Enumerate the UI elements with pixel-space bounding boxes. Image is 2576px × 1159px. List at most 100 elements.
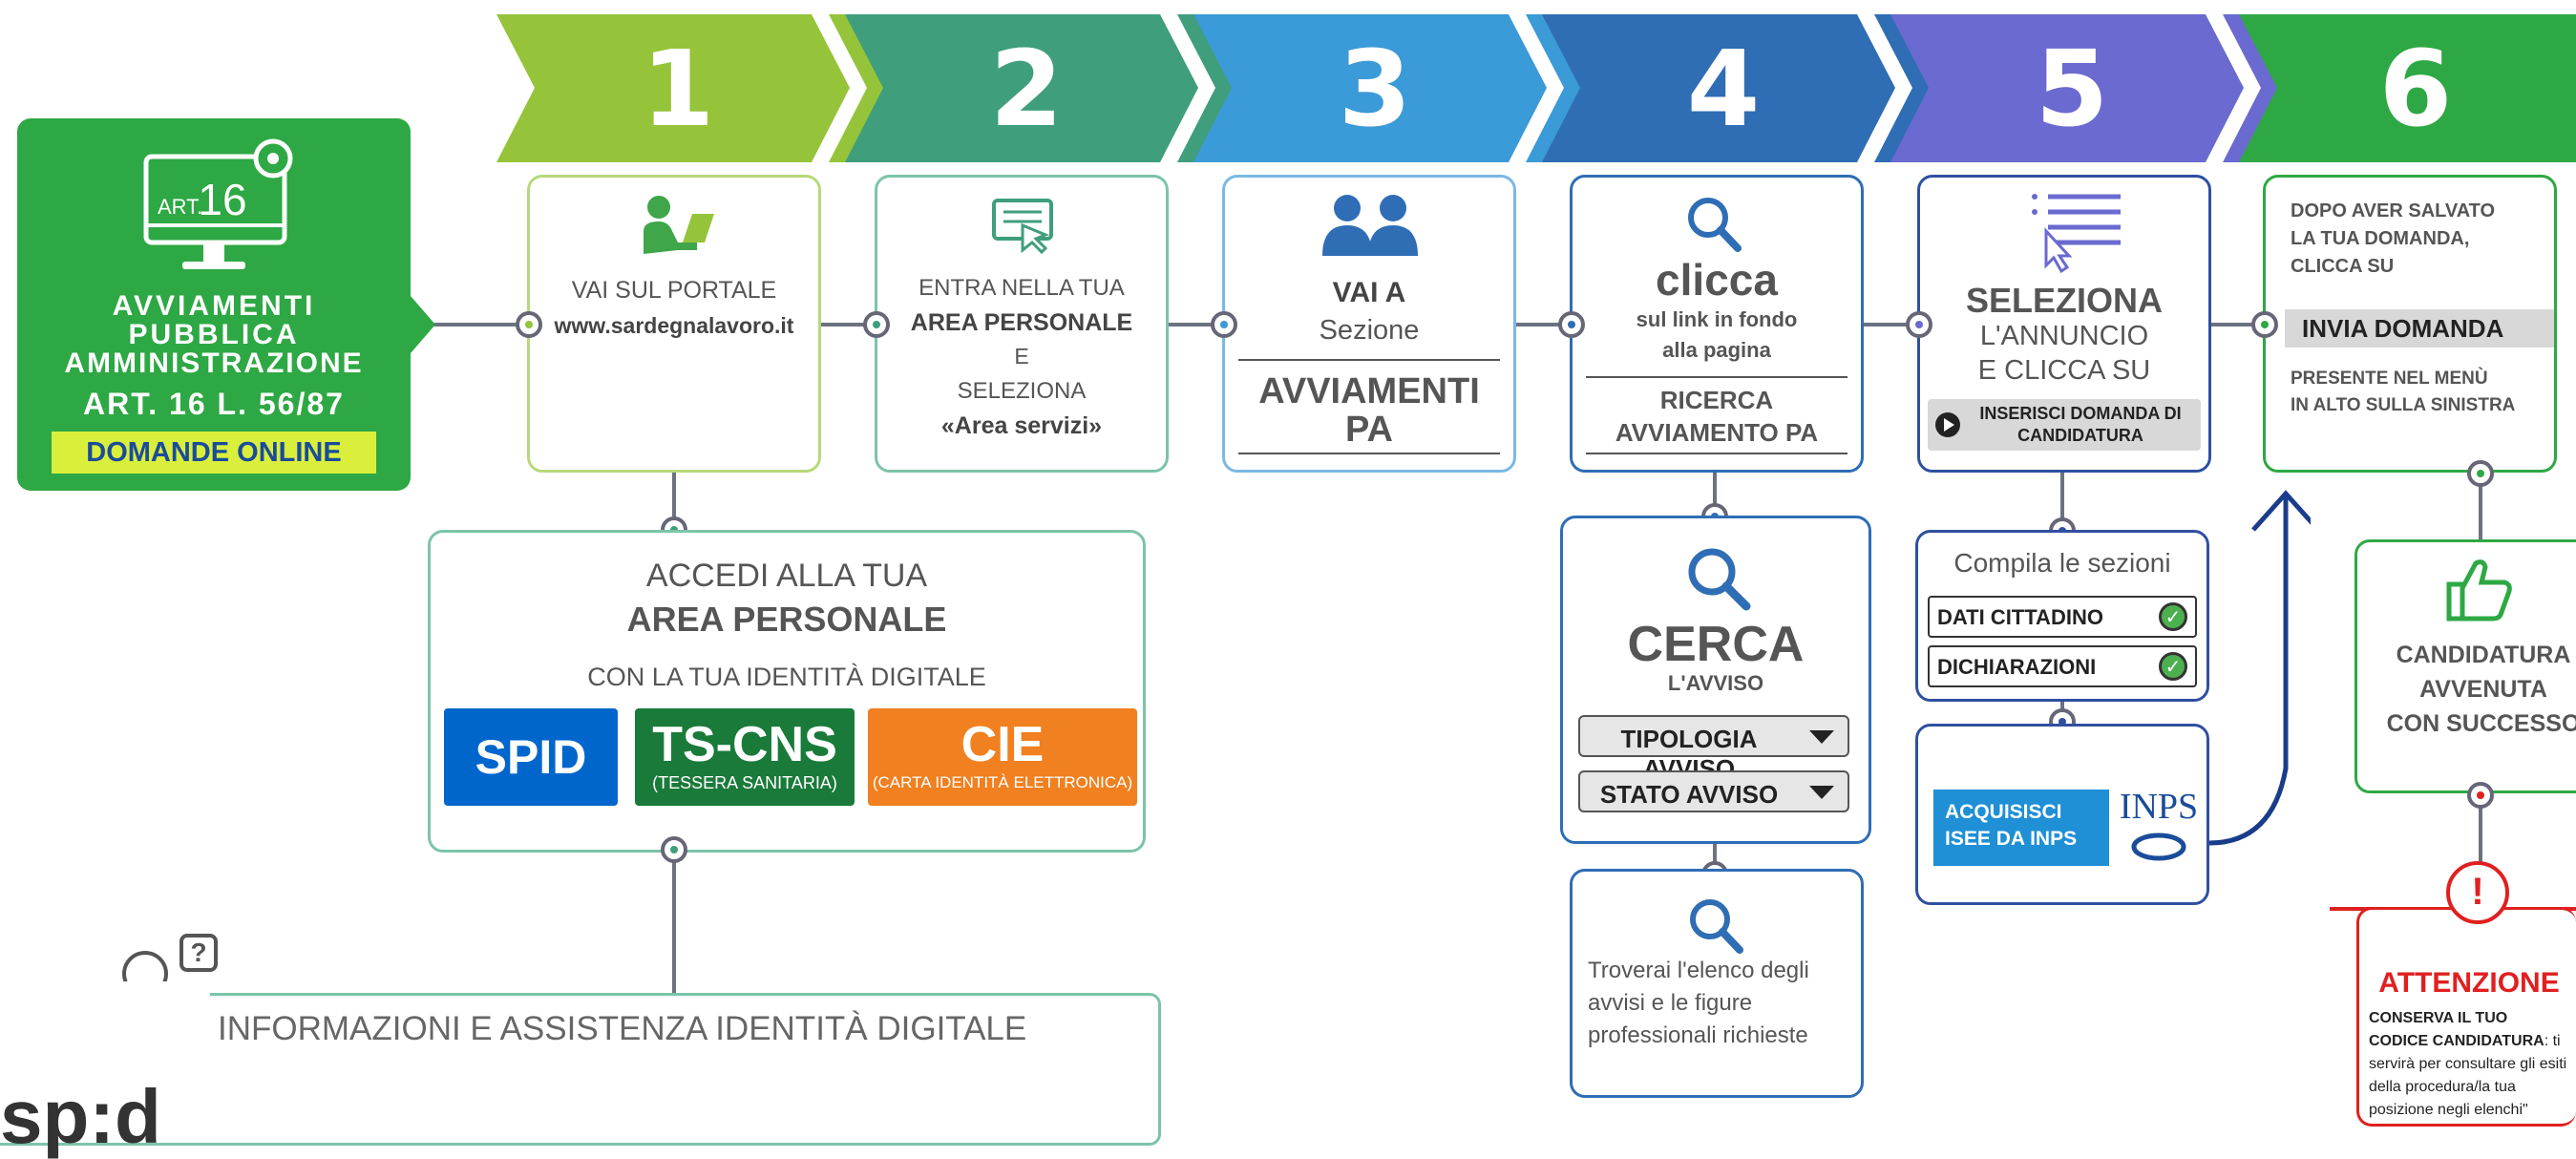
step4-line2: sul link in fondo [1636, 307, 1798, 331]
connector [672, 473, 676, 530]
logo-line3: AMMINISTRAZIONE [64, 348, 364, 379]
step3-line2: Sezione [1319, 315, 1420, 346]
success-line3: CON SUCCESSO [2386, 710, 2576, 737]
step2-line2: AREA PERSONALE [910, 309, 1133, 336]
step6-line3: CLICCA SU [2291, 256, 2395, 277]
checkmark-icon: ✓ [2159, 602, 2187, 631]
logo-line2: PUBBLICA [128, 319, 300, 350]
step3-box: VAI A Sezione AVVIAMENTI PA [1222, 175, 1516, 473]
logo-panel: ART. 16 AVVIAMENTI PUBBLICA AMMINISTRAZI… [17, 118, 411, 491]
node-dot [2467, 460, 2494, 487]
question-mark: ? [190, 938, 207, 967]
thumbs-up-icon [2446, 559, 2512, 622]
alert-icon: ! [2446, 861, 2509, 924]
insert-application-button[interactable]: INSERISCI DOMANDA DI CANDIDATURA [1928, 399, 2201, 451]
monitor-gear-icon [143, 138, 293, 269]
connector [1713, 473, 1717, 516]
node-dot [1558, 311, 1585, 338]
divider [1238, 359, 1500, 361]
inps-swirl-icon [2131, 832, 2186, 861]
access-box: ACCEDI ALLA TUA AREA PERSONALE CON LA TU… [428, 530, 1146, 853]
results-box: Troverai l'elenco degli avvisi e le figu… [1570, 869, 1864, 1098]
declarations-section[interactable]: DICHIARAZIONI ✓ [1928, 645, 2197, 687]
acquire-isee-line1: ACQUISISCI [1945, 801, 2062, 823]
step4-line5: AVVIAMENTO PA [1615, 418, 1819, 447]
tablet-touch-icon [992, 199, 1053, 255]
step-2-arrow [845, 14, 1198, 162]
notice-status-select[interactable]: STATO AVVISO [1578, 770, 1849, 812]
step-number-5: 5 [2035, 28, 2109, 150]
step2-line3: E [1014, 344, 1029, 369]
step5-line2: L'ANNUNCIO [1979, 321, 2149, 351]
step6-line4: PRESENTE NEL MENÙ [2291, 369, 2488, 389]
access-line2: AREA PERSONALE [626, 600, 947, 639]
access-line3: CON LA TUA IDENTITÀ DIGITALE [587, 663, 986, 691]
node-dot [1211, 311, 1237, 338]
cie-sublabel: (CARTA IDENTITÀ ELETTRONICA) [872, 773, 1133, 791]
chevron-down-icon [1809, 730, 1834, 744]
step-number-3: 3 [1338, 28, 1412, 150]
node-dot [2467, 782, 2494, 809]
magnifier-icon [1688, 198, 1742, 252]
connector [1514, 323, 1572, 327]
tscns-button[interactable]: TS-CNS (TESSERA SANITARIA) [635, 708, 855, 806]
inps-logo: INPS [2119, 787, 2199, 827]
step6-line5: IN ALTO SULLA SINISTRA [2291, 395, 2516, 415]
step4-line4: RICERCA [1659, 386, 1774, 414]
citizen-data-section[interactable]: DATI CITTADINO ✓ [1928, 596, 2197, 638]
divider [1238, 453, 1500, 454]
divider [1586, 376, 1848, 378]
step2-box: ENTRA NELLA TUA AREA PERSONALE E SELEZIO… [875, 175, 1169, 473]
acquire-isee-line2: ISEE DA INPS [1945, 828, 2078, 850]
curved-arrow [2208, 490, 2311, 846]
cie-label: CIE [961, 717, 1045, 772]
info-title[interactable]: INFORMAZIONI E ASSISTENZA IDENTITÀ DIGIT… [218, 1010, 1027, 1047]
notice-type-select[interactable]: TIPOLOGIA AVVISO [1578, 715, 1849, 783]
submit-application-button[interactable]: INVIA DOMANDA [2285, 309, 2554, 348]
divider [1586, 453, 1848, 454]
acquire-isee-button[interactable]: ACQUISISCI ISEE DA INPS [1933, 790, 2109, 866]
citizen-data-label: DATI CITTADINO [1937, 605, 2103, 629]
step-number-2: 2 [989, 28, 1064, 150]
list-select-icon [2032, 194, 2121, 274]
connector [2060, 473, 2064, 528]
magnifier-icon [1688, 548, 1751, 611]
step4-box: clicca sul link in fondo alla pagina RIC… [1570, 175, 1864, 473]
step4-line1: clicca [1656, 255, 1778, 305]
step2-line5: «Area servizi» [940, 412, 1103, 439]
step3-line3: AVVIAMENTI [1258, 371, 1480, 411]
step6-line2: LA TUA DOMANDA, [2291, 228, 2470, 249]
portal-link[interactable]: www.sardegnalavoro.it [554, 313, 794, 338]
step1-box: VAI SUL PORTALE www.sardegnalavoro.it [527, 175, 821, 473]
node-dot [1906, 311, 1932, 338]
step-number-6: 6 [2378, 28, 2453, 150]
step2-line1: ENTRA NELLA TUA [918, 275, 1125, 301]
access-line1: ACCEDI ALLA TUA [645, 558, 928, 594]
cerca-line2: L'AVVISO [1667, 671, 1764, 695]
connector [1862, 323, 1919, 327]
connector [2479, 473, 2482, 539]
tscns-sublabel: (TESSERA SANITARIA) [652, 773, 837, 792]
notice-status-label: STATO AVVISO [1599, 780, 1779, 809]
connector [2479, 792, 2482, 907]
step6-line1: DOPO AVER SALVATO [2291, 200, 2496, 221]
monitor-number: 16 [198, 175, 247, 224]
monitor-label: ART. [158, 195, 203, 219]
connector [672, 850, 676, 993]
spid-button[interactable]: SPID [444, 708, 618, 806]
step5-line3: E CLICCA SU [1977, 355, 2151, 386]
checkmark-icon: ✓ [2159, 652, 2187, 681]
spid-logo[interactable]: sp:d [0, 1074, 161, 1159]
node-dot [2251, 311, 2278, 338]
connector [420, 323, 535, 327]
cie-button[interactable]: CIE (CARTA IDENTITÀ ELETTRONICA) [868, 708, 1137, 806]
step4-line3: alla pagina [1662, 338, 1771, 362]
isee-box: ACQUISISCI ISEE DA INPS INPS [1915, 724, 2209, 905]
info-mask [0, 981, 210, 1010]
results-text2: avvisi e le figure [1588, 990, 1753, 1016]
step-arrows [496, 14, 2576, 162]
cerca-line1: CERCA [1627, 617, 1805, 672]
play-icon [1935, 412, 1960, 437]
step1-line1: VAI SUL PORTALE [571, 277, 777, 304]
magnifier-icon [1690, 899, 1743, 954]
